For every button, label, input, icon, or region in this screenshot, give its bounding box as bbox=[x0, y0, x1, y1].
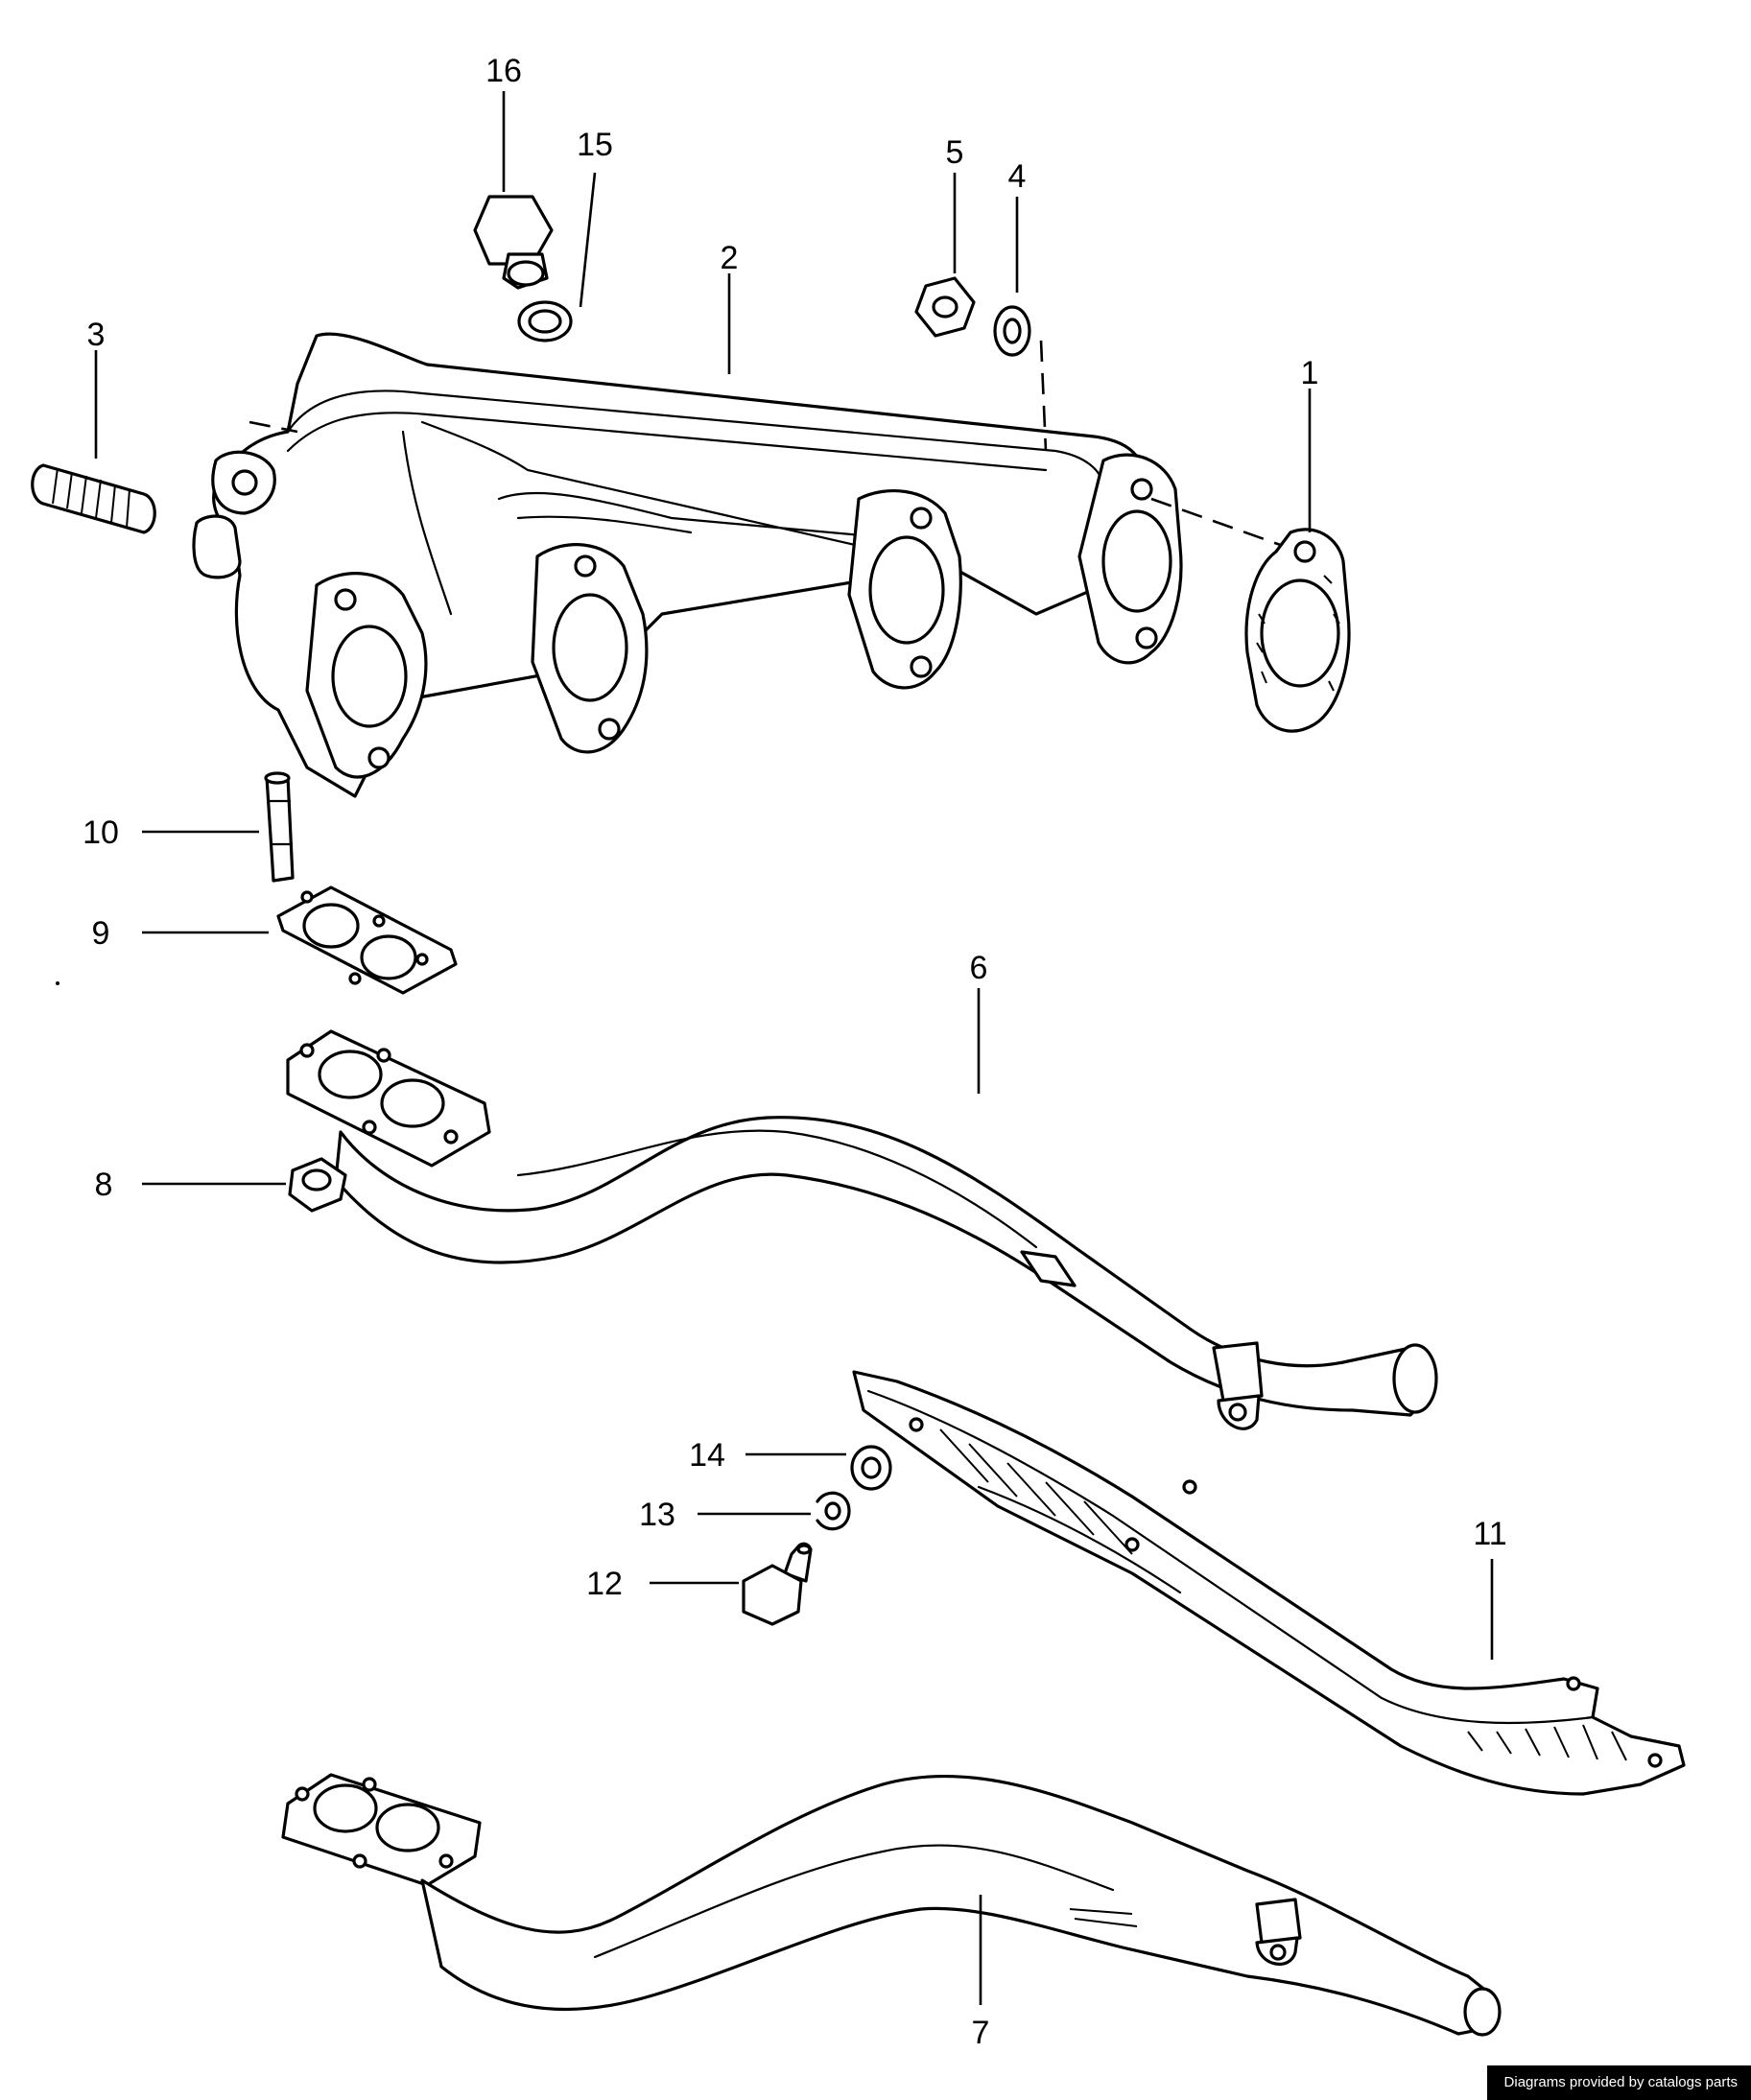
manifold-port-3 bbox=[847, 488, 962, 690]
callout-16: 16 bbox=[485, 53, 522, 89]
gasket-9 bbox=[276, 885, 458, 995]
nut-8 bbox=[288, 1157, 347, 1213]
stray-dot bbox=[56, 981, 59, 985]
washer-4 bbox=[993, 305, 1031, 357]
callout-7: 7 bbox=[972, 2015, 990, 2051]
callout-11: 11 bbox=[1473, 1516, 1506, 1552]
callout-10: 10 bbox=[83, 814, 119, 851]
plug-16 bbox=[473, 195, 554, 290]
callout-2: 2 bbox=[721, 240, 739, 276]
heat-shield-11 bbox=[852, 1370, 1686, 1796]
callout-4: 4 bbox=[1008, 158, 1027, 195]
washer-14 bbox=[850, 1445, 892, 1491]
stud-10 bbox=[264, 771, 295, 883]
callout-14: 14 bbox=[689, 1437, 725, 1474]
leader-15 bbox=[579, 172, 597, 308]
leader-lines bbox=[94, 91, 1494, 2005]
callout-13: 13 bbox=[639, 1497, 675, 1533]
front-pipe-6 bbox=[286, 1029, 1438, 1430]
front-pipe-7 bbox=[281, 1773, 1502, 2037]
callout-labels: 1 2 3 4 5 6 7 8 9 10 11 12 13 14 15 16 bbox=[83, 53, 1507, 2051]
callout-6: 6 bbox=[970, 950, 988, 986]
callout-15: 15 bbox=[577, 127, 613, 163]
assembly-line-stud bbox=[248, 420, 298, 434]
callout-12: 12 bbox=[586, 1566, 623, 1602]
callout-1: 1 bbox=[1301, 355, 1319, 391]
callout-9: 9 bbox=[92, 915, 110, 952]
callout-8: 8 bbox=[95, 1167, 113, 1203]
callout-5: 5 bbox=[946, 134, 964, 171]
bolt-12 bbox=[742, 1542, 813, 1626]
nut-5 bbox=[914, 276, 976, 338]
manifold-port-4 bbox=[1077, 453, 1183, 665]
assembly-line-gasket bbox=[1150, 497, 1287, 549]
callout-3: 3 bbox=[87, 317, 106, 353]
manifold-port-2 bbox=[531, 543, 649, 754]
stud-3 bbox=[31, 463, 156, 534]
gasket-1 bbox=[1244, 528, 1351, 733]
spring-washer-13 bbox=[816, 1491, 851, 1531]
exhaust-manifold bbox=[192, 332, 1183, 798]
washer-15 bbox=[517, 300, 573, 342]
assembly-line-washer bbox=[1039, 340, 1048, 452]
credit-badge: Diagrams provided by catalogs parts bbox=[1486, 2065, 1751, 2100]
manifold-port-1 bbox=[305, 572, 428, 779]
